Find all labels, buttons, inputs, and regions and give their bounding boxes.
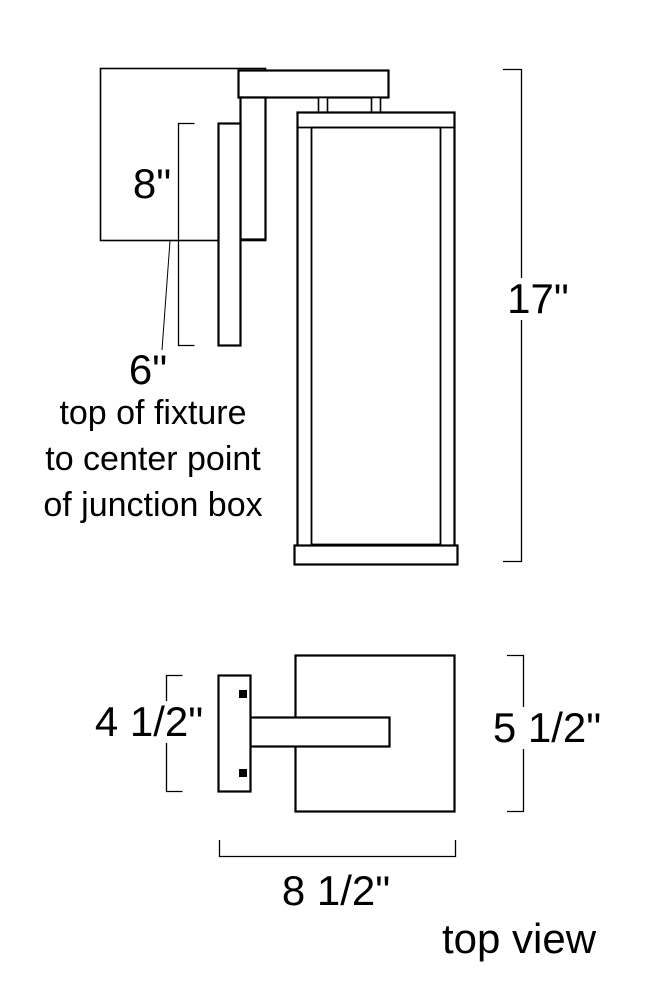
top-view xyxy=(165,654,525,858)
dim-17-label: 17" xyxy=(500,278,576,320)
stem-left xyxy=(317,96,329,114)
dim-8-label: 8" xyxy=(132,160,172,207)
top-view-label: top view xyxy=(441,915,597,962)
dim-6-label: 6" xyxy=(128,346,168,393)
dim-8-5-bracket xyxy=(218,840,457,858)
screw-bottom-icon xyxy=(239,769,247,777)
note-line-2: to center point xyxy=(45,440,261,478)
dim-6-leader-line xyxy=(161,240,171,351)
note-line-3: of junction box xyxy=(43,486,263,524)
back-plate xyxy=(217,122,242,347)
top-arm xyxy=(249,716,391,748)
stem-right xyxy=(370,96,382,114)
junction-box-note: top of fixture to center point of juncti… xyxy=(3,390,303,528)
dim-4-5-label: 4 1/2" xyxy=(84,701,214,743)
dim-8-bracket xyxy=(177,122,195,347)
mount-arm-horizontal xyxy=(237,69,390,99)
mount-arm-vertical xyxy=(239,96,267,241)
dim-5-5-label: 5 1/2" xyxy=(480,707,614,749)
fixture-base-cap xyxy=(293,544,459,566)
side-view xyxy=(99,67,523,566)
note-line-1: top of fixture xyxy=(59,394,247,432)
screw-top-icon xyxy=(239,690,247,698)
fixture-body xyxy=(296,111,456,555)
dim-8-5-label: 8 1/2" xyxy=(281,867,391,914)
